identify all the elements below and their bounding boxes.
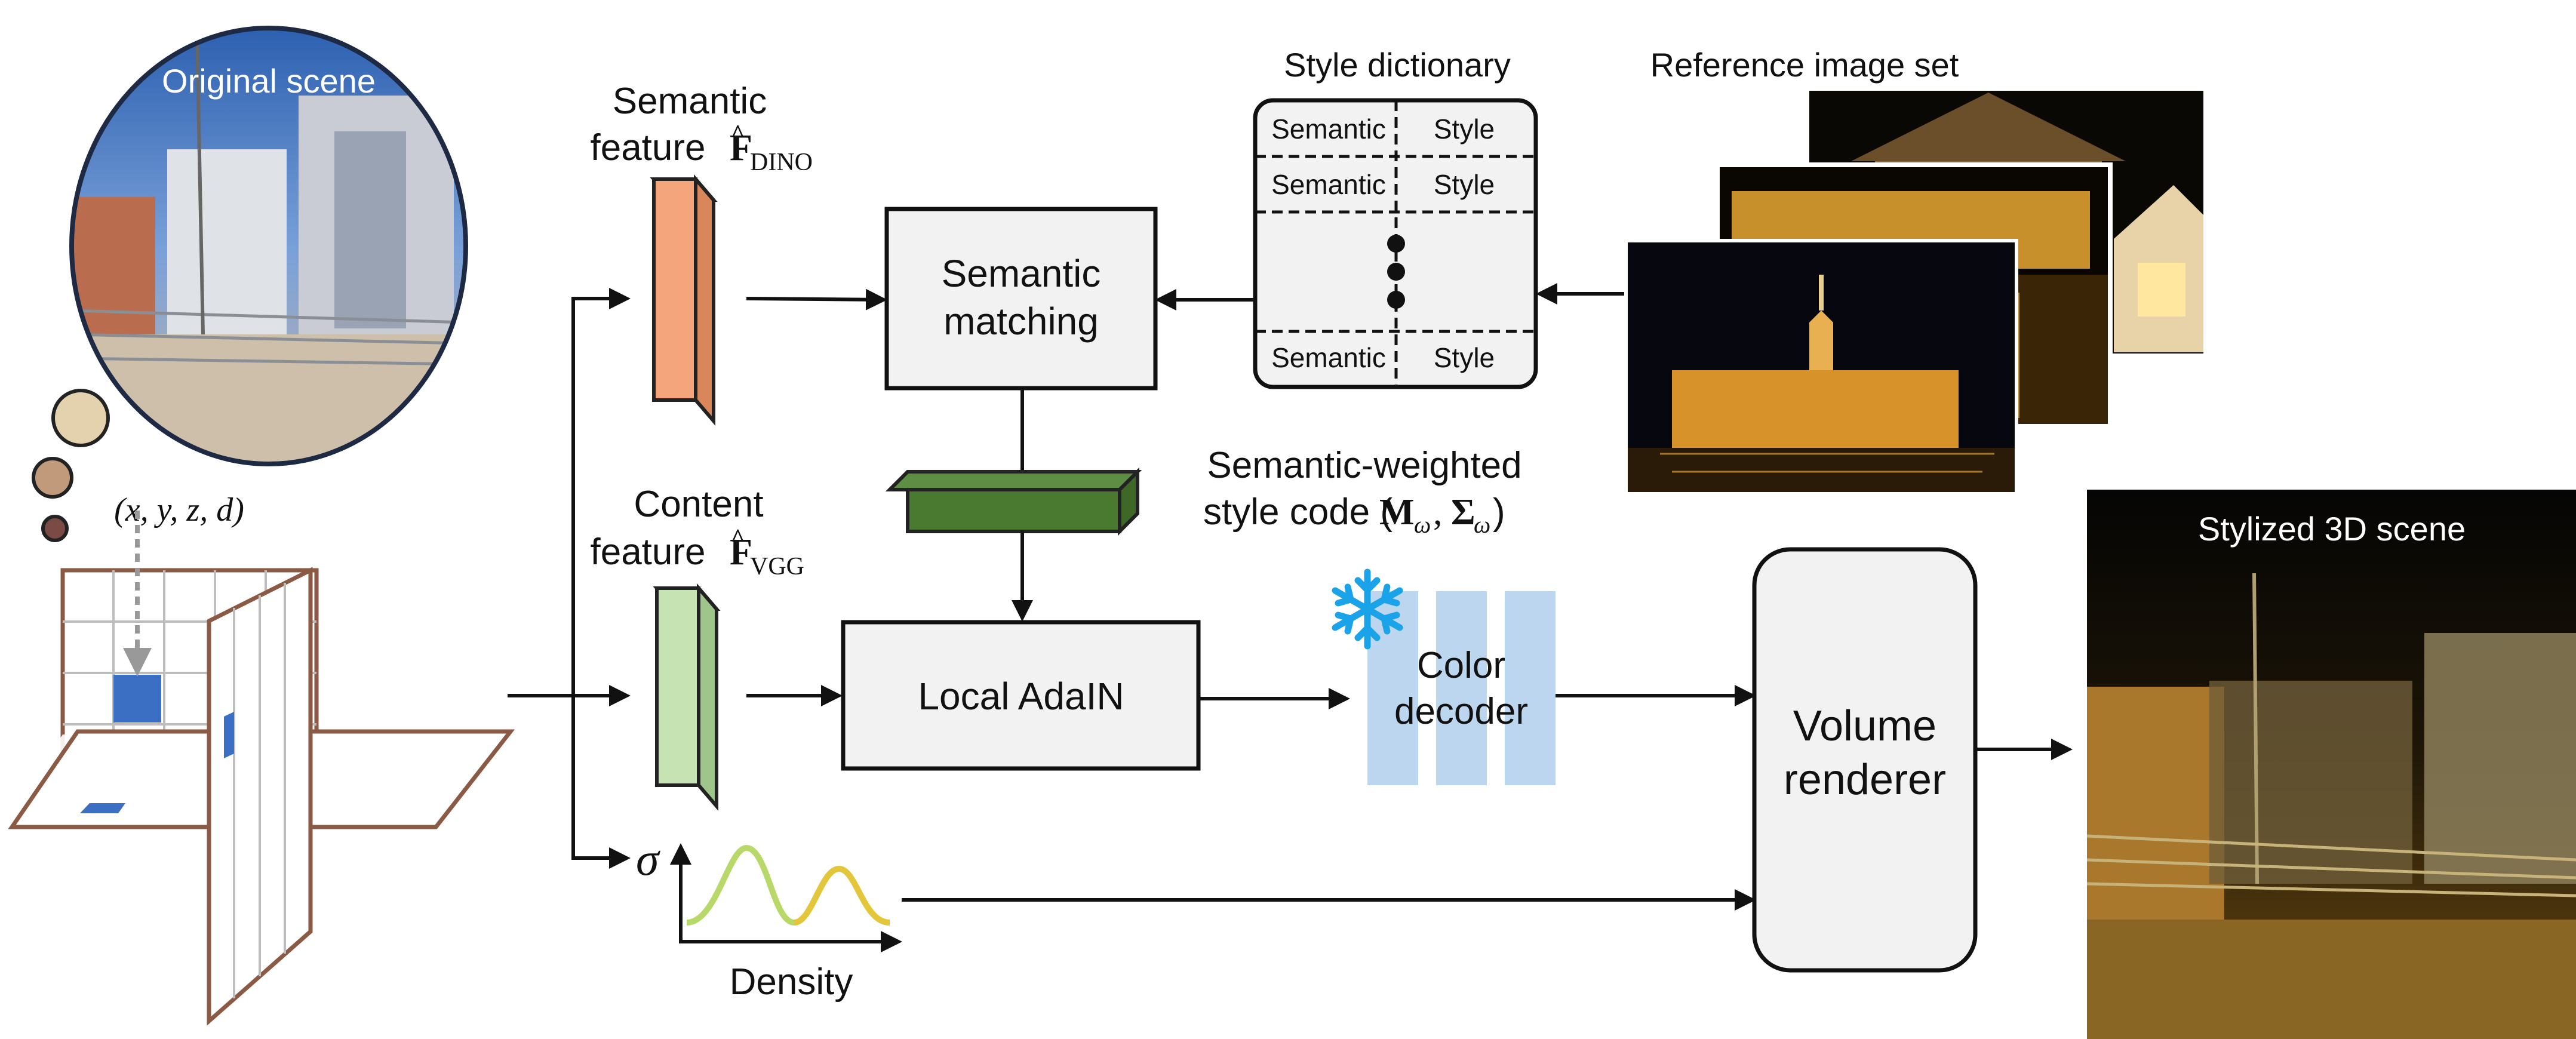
dict-row1-semantic: Semantic — [1271, 113, 1386, 145]
style-code-comma: , — [1433, 492, 1443, 533]
semantic-feature-hat: ^ — [731, 119, 745, 146]
snowflake-icon — [1332, 568, 1403, 650]
style-code: Semantic-weighted style code ( M ω , Σ ω… — [885, 445, 1522, 538]
reference-image-set-title: Reference image set — [1650, 46, 1959, 84]
style-code-mean-subscript: ω — [1414, 511, 1431, 538]
semantic-matching-block: Semantic matching — [884, 207, 1158, 391]
dict-row2-style: Style — [1434, 169, 1495, 200]
original-scene-bubble: Original scene — [32, 26, 468, 542]
thought-dot-medium — [32, 457, 73, 499]
dict-row3-style: Style — [1434, 342, 1495, 373]
volume-renderer-label-line1: Volume — [1793, 702, 1936, 750]
style-code-label-prefix: style code ( — [1203, 491, 1392, 533]
grid-sample-cell — [113, 675, 161, 723]
stylized-scene-label: Stylized 3D scene — [2198, 510, 2466, 548]
thought-dot-small — [41, 515, 69, 542]
coordinate-label: (x, y, z, d) — [114, 491, 244, 528]
original-scene-image — [72, 28, 466, 464]
semantic-feature-subscript: DINO — [750, 149, 813, 176]
content-feature-label-line1: Content — [634, 484, 763, 525]
content-feature-label-line2: feature — [590, 531, 705, 573]
color-decoder-label-line1: Color — [1417, 645, 1505, 686]
style-code-sigma-subscript: ω — [1474, 511, 1490, 538]
color-decoder: Color decoder — [1332, 568, 1556, 785]
local-adain-block: Local AdaIN — [841, 620, 1201, 771]
semantic-feature-label-line1: Semantic — [613, 81, 767, 122]
content-feature: Content feature F VGG ^ — [590, 484, 804, 811]
semantic-feature-label-line2: feature — [590, 127, 705, 168]
semantic-feature-symbol: F — [730, 128, 752, 168]
style-code-mean-symbol: M — [1379, 492, 1415, 533]
style-dictionary: Style dictionary Semantic Style Semantic… — [1253, 46, 1538, 389]
volume-renderer-label-line2: renderer — [1784, 756, 1946, 804]
style-code-sigma-symbol: Σ — [1451, 492, 1475, 533]
grid-output-connectors — [508, 288, 631, 869]
stylized-scene-image: Stylized 3D scene — [2086, 490, 2576, 1039]
dict-row2-semantic: Semantic — [1271, 169, 1386, 200]
content-feature-hat: ^ — [731, 524, 745, 551]
dict-row1-style: Style — [1434, 113, 1495, 145]
density-label: Density — [730, 961, 853, 1003]
triplane-grid — [0, 511, 515, 1026]
style-code-block — [906, 488, 1121, 533]
decoder-layer-3 — [1505, 591, 1556, 785]
density-sigma: σ — [636, 833, 660, 885]
volume-renderer-block: Volume renderer — [1752, 547, 1978, 973]
content-feature-subscript: VGG — [750, 553, 804, 580]
original-scene-label: Original scene — [162, 62, 376, 100]
reference-image-1 — [1624, 239, 2018, 496]
style-code-label-close: ) — [1493, 491, 1505, 533]
content-feature-symbol: F — [730, 532, 752, 573]
style-code-label-line1: Semantic-weighted — [1207, 445, 1521, 486]
style-dictionary-title: Style dictionary — [1284, 46, 1511, 84]
semantic-matching-label-line1: Semantic — [942, 252, 1101, 295]
dict-row3-semantic: Semantic — [1271, 342, 1386, 373]
thought-dot-large — [51, 389, 110, 447]
semantic-feature: Semantic feature F DINO ^ — [590, 81, 813, 426]
decoder-layer-2 — [1436, 591, 1487, 785]
density-plot: σ Density — [636, 833, 902, 1003]
semantic-matching-label-line2: matching — [943, 300, 1099, 343]
local-adain-label: Local AdaIN — [918, 675, 1124, 718]
reference-image-set: Reference image set — [1624, 46, 2203, 496]
color-decoder-label-line2: decoder — [1394, 691, 1528, 732]
semantic-feature-block — [652, 177, 697, 402]
semantic-to-matching-arrow — [746, 288, 887, 311]
content-feature-block — [655, 586, 700, 787]
